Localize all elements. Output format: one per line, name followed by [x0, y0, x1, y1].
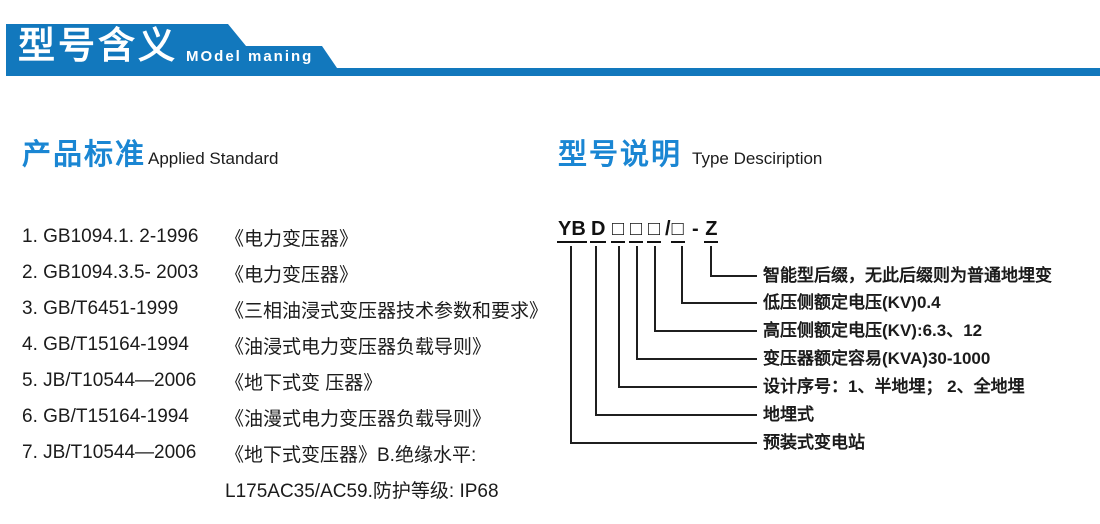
type-section-title: 型号说明	[558, 139, 683, 171]
standard-item: 3. GB/T6451-1999 《三相油浸式变压器技术参数和要求》	[22, 291, 549, 327]
connector-line	[570, 246, 757, 444]
diagram-label: 预装式变电站	[763, 433, 865, 452]
model-code-prefix: /	[665, 218, 671, 240]
model-code-part: □	[647, 217, 662, 243]
standard-code: 5. JB/T10544—2006	[22, 370, 197, 391]
model-code-core: □	[611, 218, 626, 243]
standard-code: 6. GB/T15164-1994	[22, 406, 189, 427]
model-code-core: Z	[704, 218, 719, 243]
model-code-part: YB	[557, 217, 587, 243]
model-code-part: /□	[665, 217, 685, 243]
standard-title: 《三相油浸式变压器技术参数和要求》	[225, 300, 549, 322]
header-banner	[6, 24, 1100, 76]
standard-item: 2. GB1094.3.5- 2003 《电力变压器》	[22, 255, 547, 291]
standard-code: 1. GB1094.1. 2-1996	[22, 226, 199, 247]
model-code-part: - Z	[692, 217, 719, 243]
standard-item: 7. JB/T10544—2006 《地下式变压器》B.绝缘水平:	[22, 435, 547, 471]
model-code-core: □	[647, 218, 662, 243]
model-code-diagram: YB D □ □ □ /□ - Z 智能型后缀，无此后缀则为普通地埋变 低压侧额…	[545, 205, 1100, 490]
model-code-core: D	[590, 218, 607, 243]
diagram-label: 地埋式	[763, 405, 814, 424]
connector-line	[636, 246, 757, 360]
standard-title: 《地下式变 压器》	[225, 372, 383, 394]
standard-code: 7. JB/T10544—2006	[22, 442, 197, 463]
connector-line	[595, 246, 757, 416]
standard-item-continuation: L175AC35/AC59.防护等级: IP68	[22, 471, 547, 507]
standard-item: 6. GB/T15164-1994 《油漫式电力变压器负载导则》	[22, 399, 547, 435]
diagram-label: 变压器额定容易(KVA)30-1000	[763, 349, 991, 368]
connector-lines	[570, 246, 757, 444]
standard-code: 2. GB1094.3.5- 2003	[22, 262, 199, 283]
standard-title-continuation: L175AC35/AC59.防护等级: IP68	[225, 480, 499, 502]
page-title: 型号含义	[18, 25, 178, 66]
standard-title: 《油浸式电力变压器负载导则》	[225, 336, 492, 358]
connector-line	[618, 246, 757, 388]
standard-item: 1. GB1094.1. 2-1996 《电力变压器》	[22, 219, 547, 255]
model-code-part: D	[590, 217, 607, 243]
model-code-core: □	[629, 218, 644, 243]
connector-line	[681, 246, 757, 304]
standard-title: 《地下式变压器》B.绝缘水平:	[225, 444, 477, 466]
standard-title: 《电力变压器》	[225, 228, 359, 250]
diagram-label: 智能型后缀，无此后缀则为普通地埋变	[763, 266, 1052, 285]
standards-list: 1. GB1094.1. 2-1996 《电力变压器》 2. GB1094.3.…	[22, 219, 549, 507]
standards-section-subtitle: Applied Standard	[148, 149, 279, 168]
standard-code: 3. GB/T6451-1999	[22, 298, 179, 319]
page-subtitle: MOdel maning	[186, 48, 314, 65]
model-code-part: □	[629, 217, 644, 243]
standard-item: 5. JB/T10544—2006 《地下式变 压器》	[22, 363, 547, 399]
banner-shape	[6, 24, 1100, 76]
standard-item: 4. GB/T15164-1994 《油浸式电力变压器负载导则》	[22, 327, 547, 363]
diagram-label: 低压侧额定电压(KV)0.4	[763, 293, 941, 312]
diagram-label: 设计序号：1、半地埋； 2、全地埋	[763, 377, 1025, 396]
diagram-label: 高压侧额定电压(KV):6.3、12	[763, 321, 983, 340]
model-code-core: YB	[557, 218, 587, 243]
standard-title: 《油漫式电力变压器负载导则》	[225, 408, 492, 430]
standard-title: 《电力变压器》	[225, 264, 359, 286]
standard-code: 4. GB/T15164-1994	[22, 334, 189, 355]
model-code-part: □	[611, 217, 626, 243]
type-section-subtitle: Type Desciription	[692, 149, 823, 168]
connector-line	[710, 246, 757, 277]
standards-section-title: 产品标准	[22, 139, 147, 171]
model-code-prefix: -	[692, 218, 705, 240]
model-code-core: □	[670, 218, 685, 243]
connector-line	[654, 246, 757, 332]
